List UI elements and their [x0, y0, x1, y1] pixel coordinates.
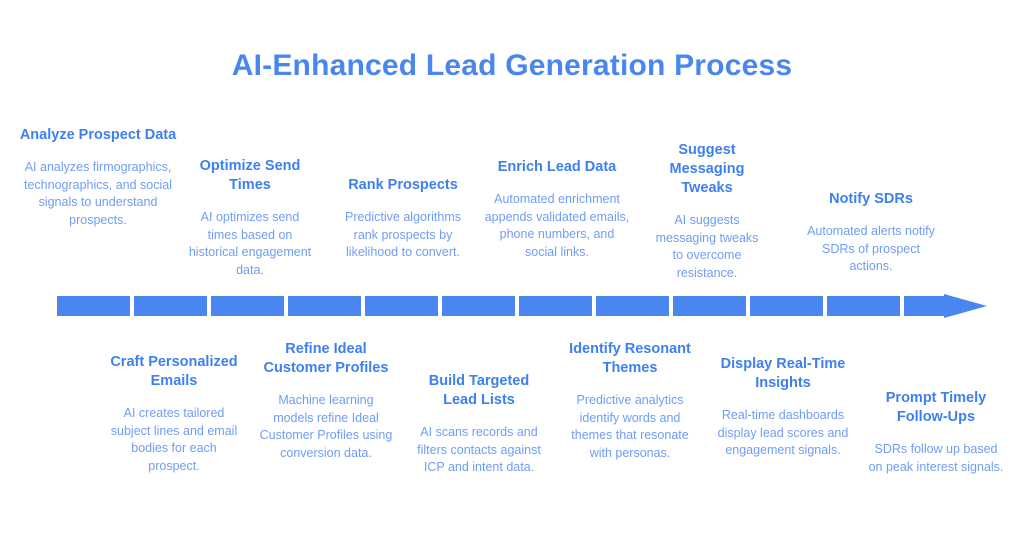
step-description: Predictive analytics identify words and … [571, 393, 689, 460]
step-description: Real-time dashboards display lead scores… [717, 408, 849, 457]
timeline-arrow-graphic [57, 294, 987, 318]
step-title: Build Targeted Lead Lists [428, 373, 530, 408]
timeline-step-bottom-3: Build Targeted Lead Lists AI scans recor… [410, 372, 548, 477]
step-description: AI suggests messaging tweaks to overcome… [655, 213, 759, 280]
step-title: Suggest Messaging Tweaks [669, 142, 745, 196]
timeline-step-bottom-5: Display Real-Time Insights Real-time das… [712, 355, 854, 460]
step-description: Automated enrichment appends validated e… [484, 192, 630, 259]
step-title: Analyze Prospect Data [19, 127, 177, 143]
timeline-step-top-2: Optimize Send Times AI optimizes send ti… [185, 157, 315, 279]
timeline-step-bottom-1: Craft Personalized Emails AI creates tai… [108, 353, 240, 475]
step-title: Enrich Lead Data [497, 159, 617, 175]
timeline-step-top-1: Analyze Prospect Data AI analyzes firmog… [14, 126, 182, 229]
step-description: AI creates tailored subject lines and em… [110, 406, 238, 473]
timeline-step-top-6: Notify SDRs Automated alerts notify SDRs… [806, 190, 936, 276]
page-title: AI-Enhanced Lead Generation Process [231, 49, 793, 82]
step-description: Machine learning models refine Ideal Cus… [259, 393, 393, 460]
step-title: Display Real-Time Insights [720, 356, 846, 391]
timeline-step-bottom-2: Refine Ideal Customer Profiles Machine l… [258, 340, 394, 462]
step-title: Prompt Timely Follow-Ups [885, 390, 987, 425]
step-description: Automated alerts notify SDRs of prospect… [807, 224, 935, 273]
timeline-step-top-3: Rank Prospects Predictive algorithms ran… [336, 176, 470, 262]
step-description: AI analyzes firmographics, technographic… [23, 160, 172, 227]
timeline-step-top-4: Enrich Lead Data Automated enrichment ap… [482, 158, 632, 261]
step-title: Rank Prospects [348, 177, 458, 193]
step-title: Notify SDRs [829, 191, 913, 207]
step-description: AI optimizes send times based on histori… [188, 210, 312, 277]
step-description: AI scans records and filters contacts ag… [417, 425, 541, 474]
step-title: Identify Resonant Themes [569, 341, 691, 376]
step-description: Predictive algorithms rank prospects by … [344, 210, 461, 259]
timeline-step-bottom-4: Identify Resonant Themes Predictive anal… [562, 340, 698, 462]
step-title: Craft Personalized Emails [110, 354, 238, 389]
step-title: Optimize Send Times [199, 158, 301, 193]
timeline-step-bottom-6: Prompt Timely Follow-Ups SDRs follow up … [866, 389, 1006, 476]
step-title: Refine Ideal Customer Profiles [263, 341, 389, 376]
timeline-step-top-5: Suggest Messaging Tweaks AI suggests mes… [650, 141, 764, 282]
step-description: SDRs follow up based on peak interest si… [868, 442, 1004, 474]
timeline-arrow [57, 294, 987, 318]
